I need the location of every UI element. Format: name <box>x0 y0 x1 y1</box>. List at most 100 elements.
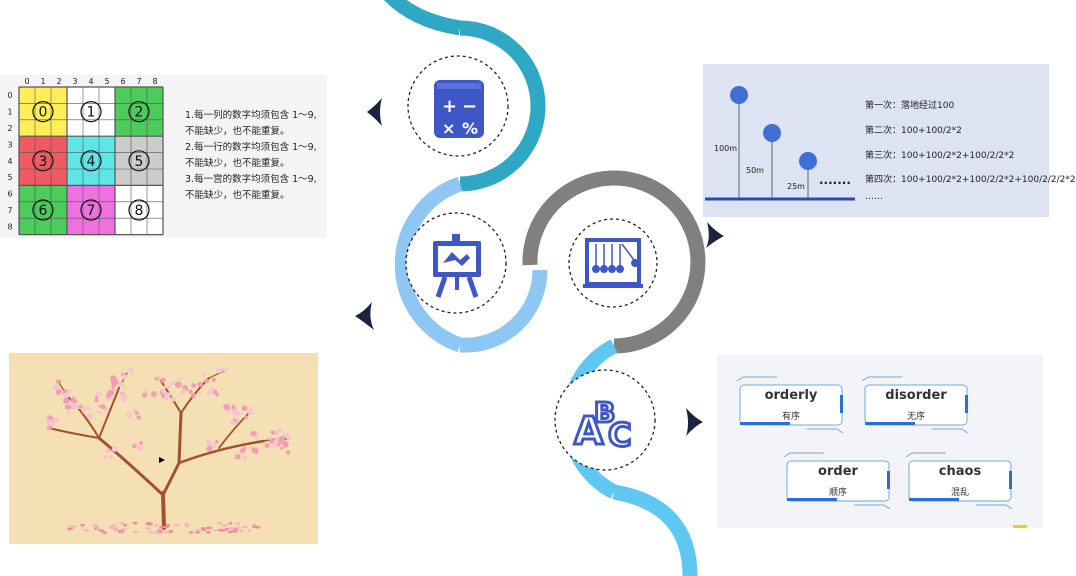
petal <box>148 530 153 534</box>
sudoku-box-2 <box>115 87 163 137</box>
ball-3 <box>799 152 817 170</box>
col-header: 0 <box>24 77 29 86</box>
blossom <box>170 380 176 386</box>
word-chaos: chaos <box>938 464 982 479</box>
blossom <box>142 392 148 398</box>
row-header: 8 <box>7 222 12 231</box>
blossom <box>50 420 56 427</box>
blossom <box>53 384 59 390</box>
arrow-to-sudoku <box>367 98 382 126</box>
row-header: 4 <box>7 157 12 166</box>
blossom <box>83 406 87 411</box>
blossom <box>139 441 143 445</box>
blossom <box>166 384 171 389</box>
blossom <box>264 443 270 449</box>
petal <box>68 525 75 528</box>
blossom <box>96 391 101 397</box>
petal <box>92 524 99 527</box>
blossom-tree <box>46 367 291 535</box>
vocabulary-panel: orderly 有序 disorder 无序 order 顺序 chaos 混乱 <box>717 355 1043 528</box>
box-label-2: 2 <box>135 105 144 121</box>
abc-letters-icon: A B C <box>573 395 633 456</box>
blossom <box>188 389 193 394</box>
blossom <box>235 417 239 421</box>
petal <box>227 530 234 534</box>
blossom <box>206 445 213 452</box>
blossom <box>180 388 186 394</box>
teal-arc-main <box>459 20 546 192</box>
blossom <box>97 410 101 414</box>
svg-text:B: B <box>594 396 615 429</box>
blossom <box>160 377 166 383</box>
fallen-petals <box>66 521 261 535</box>
word-disorder-zh: 无序 <box>906 412 925 422</box>
blossom <box>277 427 282 433</box>
blossom <box>216 367 223 374</box>
blossom <box>273 430 280 436</box>
petal <box>153 530 160 534</box>
blossom <box>191 383 197 388</box>
blossom <box>249 446 253 450</box>
blossom <box>221 367 225 371</box>
word-cards <box>736 376 1013 510</box>
petal <box>194 528 202 532</box>
petal <box>113 529 119 532</box>
petal <box>145 521 152 525</box>
petal <box>206 531 211 534</box>
blossom <box>53 417 59 423</box>
blossom <box>235 411 240 417</box>
petal <box>212 529 219 532</box>
petal <box>241 525 248 529</box>
blossom <box>250 430 257 437</box>
petal <box>234 522 241 525</box>
blossom <box>231 404 236 410</box>
petal <box>163 530 171 534</box>
svg-text:%: % <box>462 119 478 138</box>
blossom <box>122 374 128 380</box>
blossom <box>128 367 134 372</box>
height-50m: 50m <box>746 166 764 175</box>
box-label-3: 3 <box>39 154 48 170</box>
arrow-to-balls <box>706 222 724 248</box>
blossom <box>272 440 279 448</box>
blossom <box>239 448 246 454</box>
petal <box>184 523 189 526</box>
blossom <box>278 435 285 442</box>
box-label-circle <box>32 100 54 123</box>
calculator-icon: + − × % <box>434 80 484 138</box>
col-header: 7 <box>136 77 141 86</box>
blossom <box>103 455 108 460</box>
lightblue-arc <box>394 176 463 353</box>
blossom <box>126 412 133 419</box>
row-header: 1 <box>7 108 12 117</box>
sudoku-rule-2: 不能缺少，也不能重复。 <box>185 126 290 137</box>
blossom <box>161 389 166 394</box>
svg-text:C: C <box>608 416 631 454</box>
petal <box>109 526 117 530</box>
blossom <box>109 454 113 459</box>
petal <box>247 529 252 532</box>
box-label-circle <box>80 199 102 221</box>
central-path: + − × % A B C <box>355 0 724 576</box>
petal <box>189 531 194 534</box>
blossom <box>174 381 182 388</box>
sudoku-box-3 <box>19 136 67 186</box>
petal <box>201 528 207 532</box>
petal <box>228 526 235 530</box>
cursor-icon <box>159 457 165 463</box>
blossom <box>166 392 171 397</box>
blossom <box>197 381 203 388</box>
petal <box>132 521 138 525</box>
sudoku-box-7 <box>67 185 115 235</box>
blossom <box>95 395 99 399</box>
blossom <box>243 415 248 420</box>
col-header: 8 <box>152 77 157 86</box>
word-order: order <box>818 464 858 479</box>
blossom <box>277 442 281 447</box>
blossom <box>66 411 70 415</box>
teal-arc <box>383 0 462 36</box>
blossom <box>163 385 167 389</box>
blossom <box>249 406 253 410</box>
blossom <box>154 377 159 381</box>
blossom <box>215 393 220 397</box>
